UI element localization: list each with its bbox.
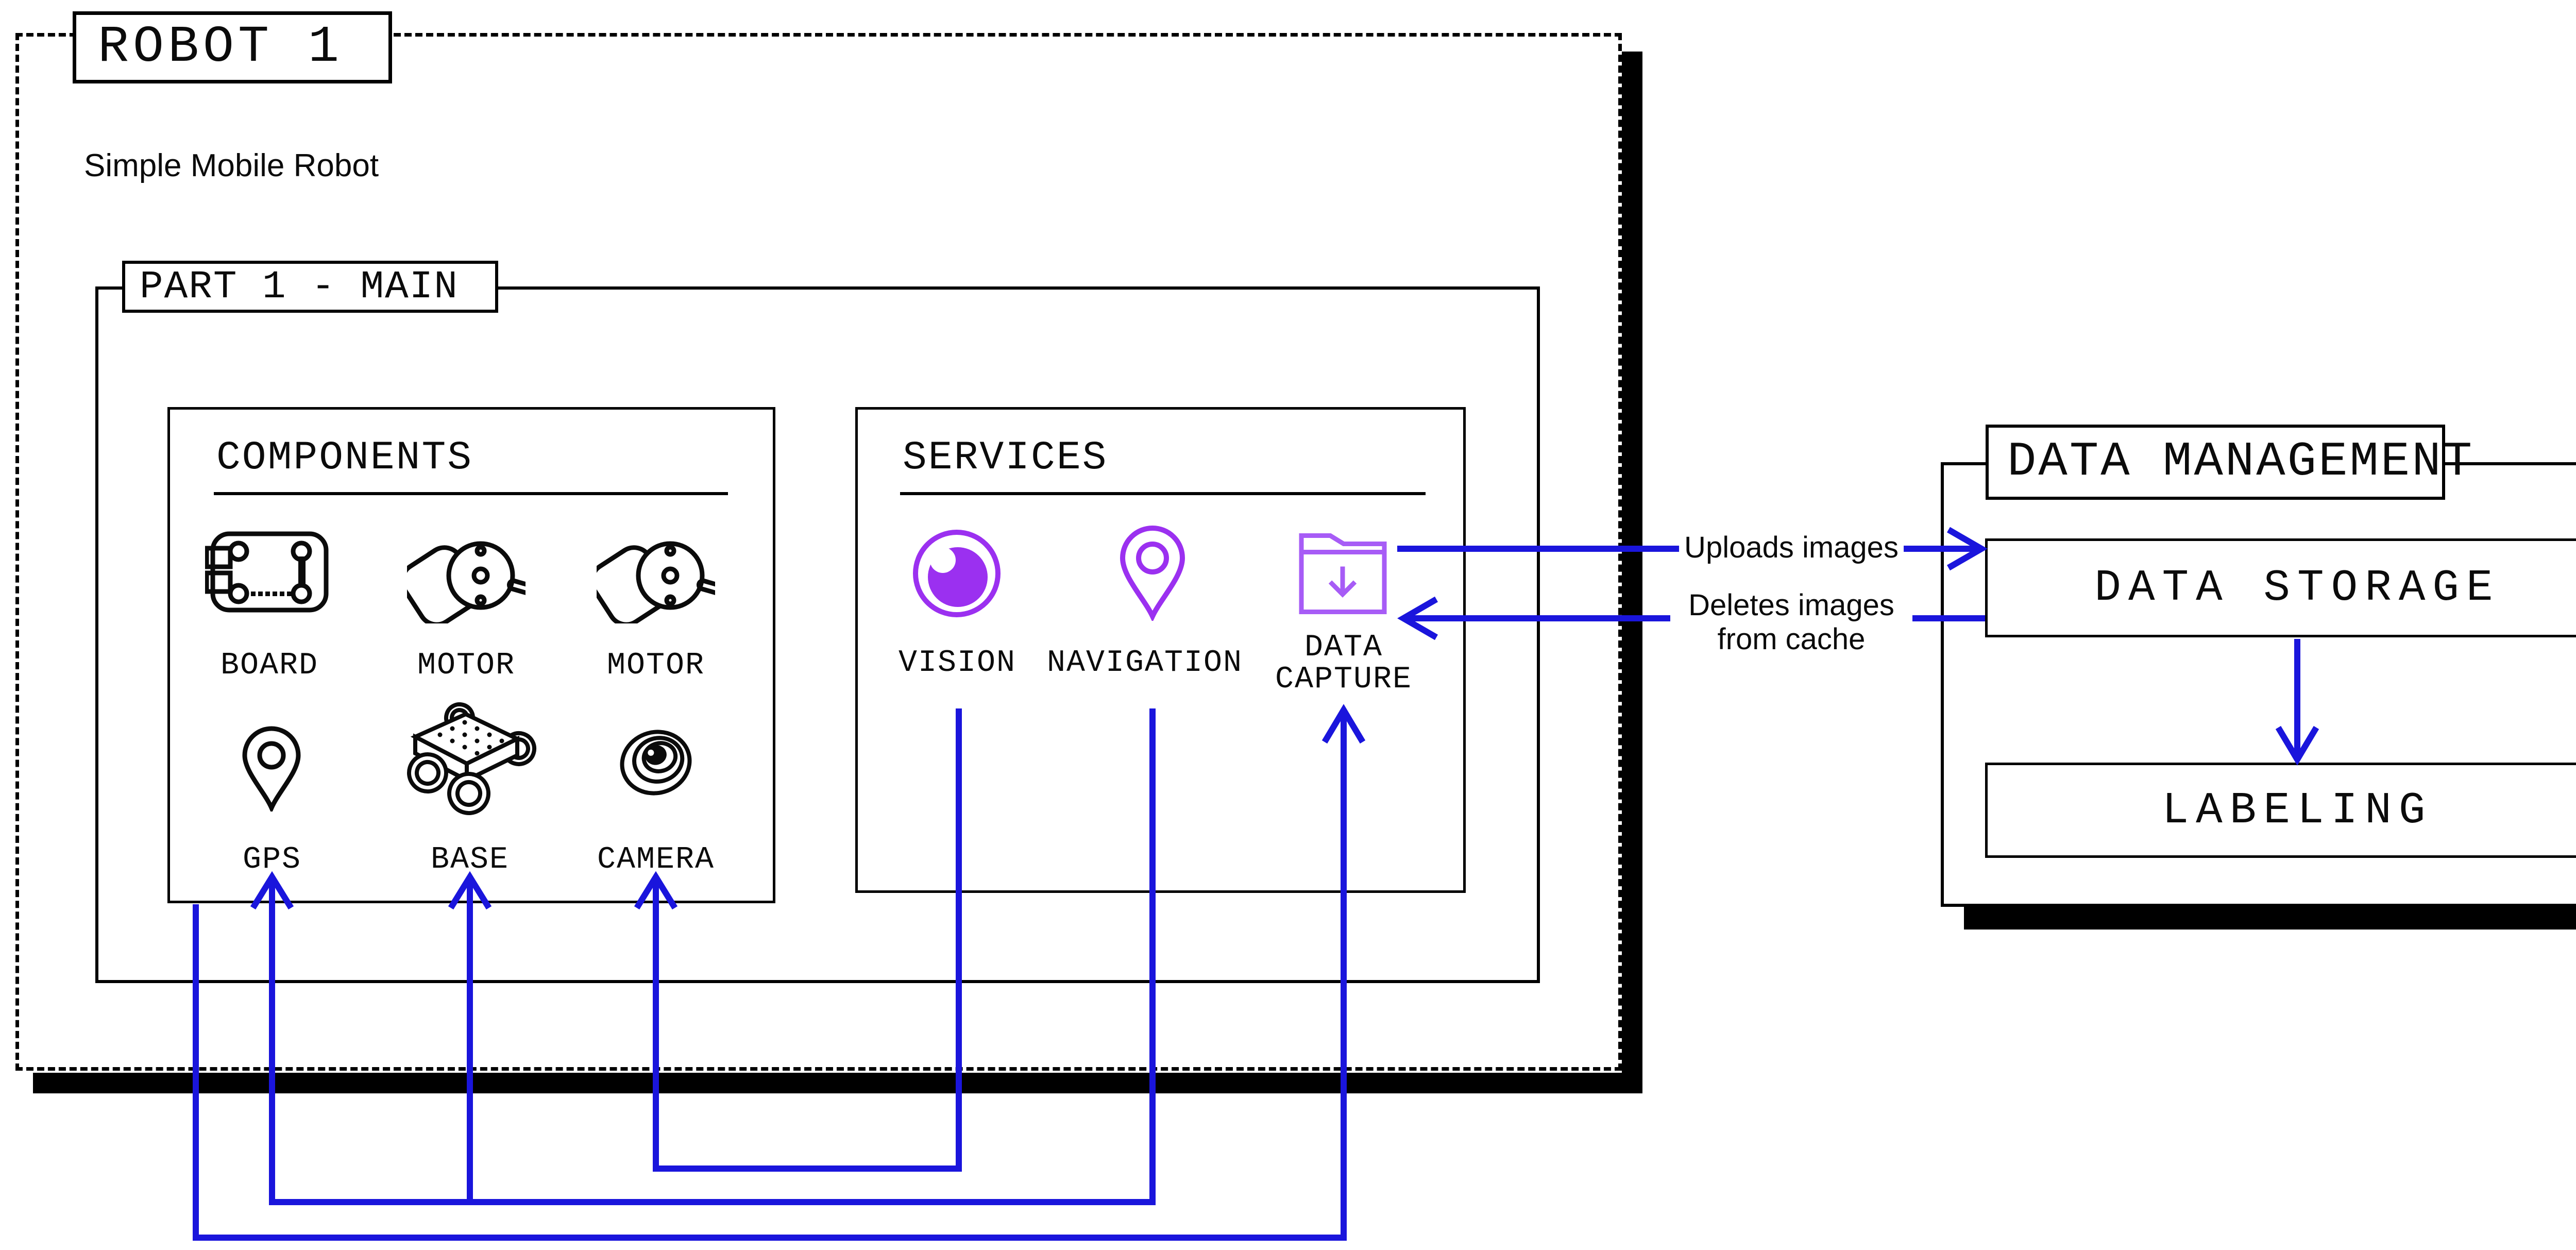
component-label-board: BOARD <box>220 648 319 683</box>
part1-title-box: PART 1 - MAIN <box>122 261 498 313</box>
circuit-board-icon <box>205 528 334 616</box>
data-storage-label: DATA STORAGE <box>2094 563 2500 613</box>
labeling-label: LABELING <box>2162 785 2433 836</box>
service-label-data-capture: DATA CAPTURE <box>1275 630 1413 697</box>
labeling-node: LABELING <box>1985 763 2576 858</box>
motor-icon <box>597 515 715 623</box>
part1-title: PART 1 - MAIN <box>140 264 459 309</box>
robot-title: ROBOT 1 <box>98 18 344 77</box>
service-label-navigation: NAVIGATION <box>1046 646 1243 681</box>
uploads-images-label: Uploads images <box>1679 529 1904 567</box>
deletes-images-label: Deletes images from cache <box>1670 586 1912 658</box>
dm-shadow-bottom <box>1964 907 2576 930</box>
data-storage-node: DATA STORAGE <box>1985 538 2576 637</box>
service-label-vision: VISION <box>898 646 1016 681</box>
components-title-rule <box>214 492 728 495</box>
services-title: SERVICES <box>903 435 1108 481</box>
location-pin-icon <box>1109 518 1196 621</box>
components-title: COMPONENTS <box>216 435 473 481</box>
robot-shadow-bottom <box>33 1073 1642 1093</box>
motor-icon <box>407 515 526 623</box>
robot-shadow-right <box>1622 52 1642 1092</box>
component-label-base: BASE <box>430 842 510 877</box>
component-label-motor1: MOTOR <box>417 648 516 683</box>
folder-download-icon <box>1297 530 1390 620</box>
camera-lens-icon <box>607 716 705 809</box>
eye-icon <box>908 525 1006 622</box>
gps-pin-icon <box>233 719 310 812</box>
robot-title-box: ROBOT 1 <box>73 11 392 83</box>
data-management-title: DATA MANAGEMENT <box>2007 435 2475 489</box>
data-management-title-box: DATA MANAGEMENT <box>1986 425 2472 500</box>
services-title-rule <box>900 492 1426 495</box>
component-label-camera: CAMERA <box>597 842 715 877</box>
component-label-gps: GPS <box>242 842 302 877</box>
component-label-motor2: MOTOR <box>606 648 705 683</box>
robot-base-icon <box>403 702 537 821</box>
robot-subtitle: Simple Mobile Robot <box>84 148 379 183</box>
